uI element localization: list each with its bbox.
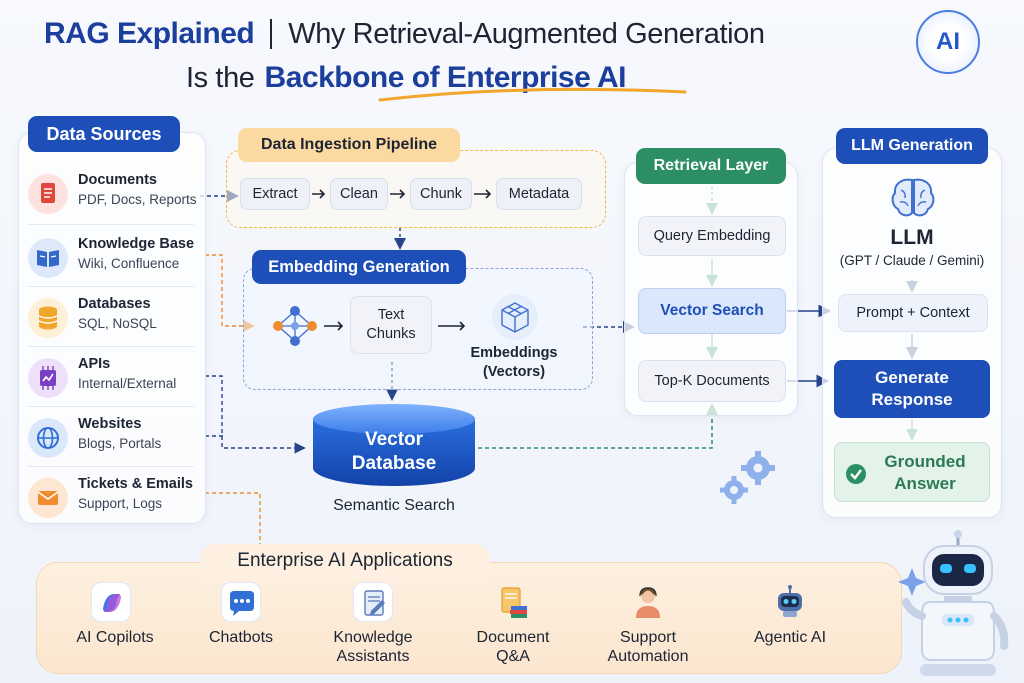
ai-badge-text: AI bbox=[936, 28, 960, 55]
source-divider bbox=[28, 466, 194, 467]
robot-mascot-icon bbox=[896, 528, 1020, 680]
vector-db-line1: Vector bbox=[364, 429, 424, 450]
ingestion-title: Data Ingestion Pipeline bbox=[238, 128, 460, 162]
grounded-answer-box: Grounded Answer bbox=[834, 442, 990, 502]
title-line-1: RAG Explained Why Retrieval-Augmented Ge… bbox=[44, 14, 765, 54]
embeddings-label: Embeddings (Vectors) bbox=[458, 344, 570, 382]
source-title: Knowledge Base bbox=[78, 236, 195, 252]
answer-line2: Answer bbox=[894, 474, 956, 493]
title-prefix: Is the bbox=[186, 61, 255, 94]
neural-network-icon bbox=[270, 303, 320, 349]
database-icon bbox=[28, 298, 68, 338]
source-title: Documents bbox=[78, 172, 157, 188]
app-label: Chatbots bbox=[208, 629, 274, 646]
vector-search-box: Vector Search bbox=[638, 288, 786, 334]
brain-icon bbox=[888, 174, 938, 220]
apps-title: Enterprise AI Applications bbox=[237, 550, 453, 571]
chip-icon bbox=[28, 358, 68, 398]
prompt-context-box: Prompt + Context bbox=[838, 294, 988, 332]
chat-icon bbox=[221, 582, 261, 622]
document-stack-icon bbox=[493, 582, 533, 622]
source-divider bbox=[28, 286, 194, 287]
text-chunks-label: Text Chunks bbox=[366, 307, 416, 342]
app-agentic-ai[interactable]: Agentic AI bbox=[734, 580, 846, 660]
generate-response-button: Generate Response bbox=[834, 360, 990, 418]
vector-database-label: Vector Database bbox=[313, 428, 475, 476]
source-subtitle: Blogs, Portals bbox=[78, 436, 162, 451]
copilot-icon bbox=[91, 582, 131, 622]
assistant-doc-icon bbox=[353, 582, 393, 622]
source-knowledge-base[interactable]: Knowledge Base Wiki, Confluence bbox=[28, 232, 198, 282]
document-icon bbox=[28, 174, 68, 214]
source-subtitle: PDF, Docs, Reports bbox=[78, 192, 197, 207]
title-line-2: Is the Backbone of Enterprise AI bbox=[186, 58, 627, 98]
source-subtitle: SQL, NoSQL bbox=[78, 316, 157, 331]
source-tickets-emails[interactable]: Tickets & Emails Support, Logs bbox=[28, 472, 198, 522]
globe-icon bbox=[28, 418, 68, 458]
source-documents[interactable]: Documents PDF, Docs, Reports bbox=[28, 168, 198, 218]
source-apis[interactable]: APIs Internal/External bbox=[28, 352, 198, 402]
source-divider bbox=[28, 346, 194, 347]
query-embedding-box: Query Embedding bbox=[638, 216, 786, 256]
source-title: Tickets & Emails bbox=[78, 476, 193, 492]
step-extract: Extract bbox=[240, 178, 310, 210]
embedding-title: Embedding Generation bbox=[252, 250, 466, 284]
text-chunks-box: Text Chunks bbox=[350, 296, 432, 354]
vector-db-line2: Database bbox=[351, 453, 437, 474]
app-label: Agentic AI bbox=[753, 629, 827, 646]
source-divider bbox=[28, 224, 194, 225]
generate-line2: Response bbox=[871, 390, 953, 409]
source-title: Databases bbox=[78, 296, 151, 312]
book-icon bbox=[28, 238, 68, 278]
llm-title: LLM Generation bbox=[836, 128, 988, 164]
step-metadata: Metadata bbox=[496, 178, 582, 210]
app-ai-copilots[interactable]: AI Copilots bbox=[60, 580, 170, 660]
apps-title-tab bbox=[200, 544, 490, 582]
source-subtitle: Wiki, Confluence bbox=[78, 256, 180, 271]
vector-cube-icon bbox=[488, 292, 542, 342]
answer-line1: Grounded bbox=[884, 452, 966, 471]
app-chatbots[interactable]: Chatbots bbox=[186, 580, 296, 660]
title-subtitle: Why Retrieval-Augmented Generation bbox=[288, 17, 765, 50]
ai-badge-icon: AI bbox=[916, 10, 980, 74]
mail-icon bbox=[28, 478, 68, 518]
title-rag-explained: RAG Explained bbox=[44, 17, 255, 50]
title-separator bbox=[270, 19, 273, 49]
source-title: APIs bbox=[78, 356, 111, 372]
retrieval-title: Retrieval Layer bbox=[636, 148, 786, 184]
source-websites[interactable]: Websites Blogs, Portals bbox=[28, 412, 198, 462]
agent-person-icon bbox=[628, 582, 668, 622]
app-label: AI Copilots bbox=[76, 629, 154, 646]
check-circle-icon bbox=[845, 463, 867, 485]
embeddings-line1: Embeddings bbox=[470, 345, 558, 361]
llm-models: (GPT / Claude / Gemini) bbox=[839, 253, 985, 268]
vector-database-top bbox=[313, 404, 475, 434]
semantic-search-caption: Semantic Search bbox=[333, 497, 455, 514]
step-clean: Clean bbox=[330, 178, 388, 210]
robot-icon bbox=[770, 582, 810, 622]
source-subtitle: Support, Logs bbox=[78, 496, 163, 511]
source-databases[interactable]: Databases SQL, NoSQL bbox=[28, 292, 198, 342]
grounded-answer-label: Grounded Answer bbox=[869, 451, 981, 495]
embeddings-line2: (Vectors) bbox=[482, 364, 546, 380]
data-sources-title: Data Sources bbox=[28, 116, 180, 152]
title-highlight: Backbone of Enterprise AI bbox=[264, 61, 627, 94]
source-title: Websites bbox=[78, 416, 142, 432]
step-chunk: Chunk bbox=[410, 178, 472, 210]
gears-icon bbox=[714, 448, 780, 508]
llm-name: LLM bbox=[890, 226, 934, 249]
source-subtitle: Internal/External bbox=[78, 376, 177, 391]
generate-line1: Generate bbox=[875, 368, 949, 387]
source-divider bbox=[28, 406, 194, 407]
top-k-documents-box: Top-K Documents bbox=[638, 360, 786, 402]
